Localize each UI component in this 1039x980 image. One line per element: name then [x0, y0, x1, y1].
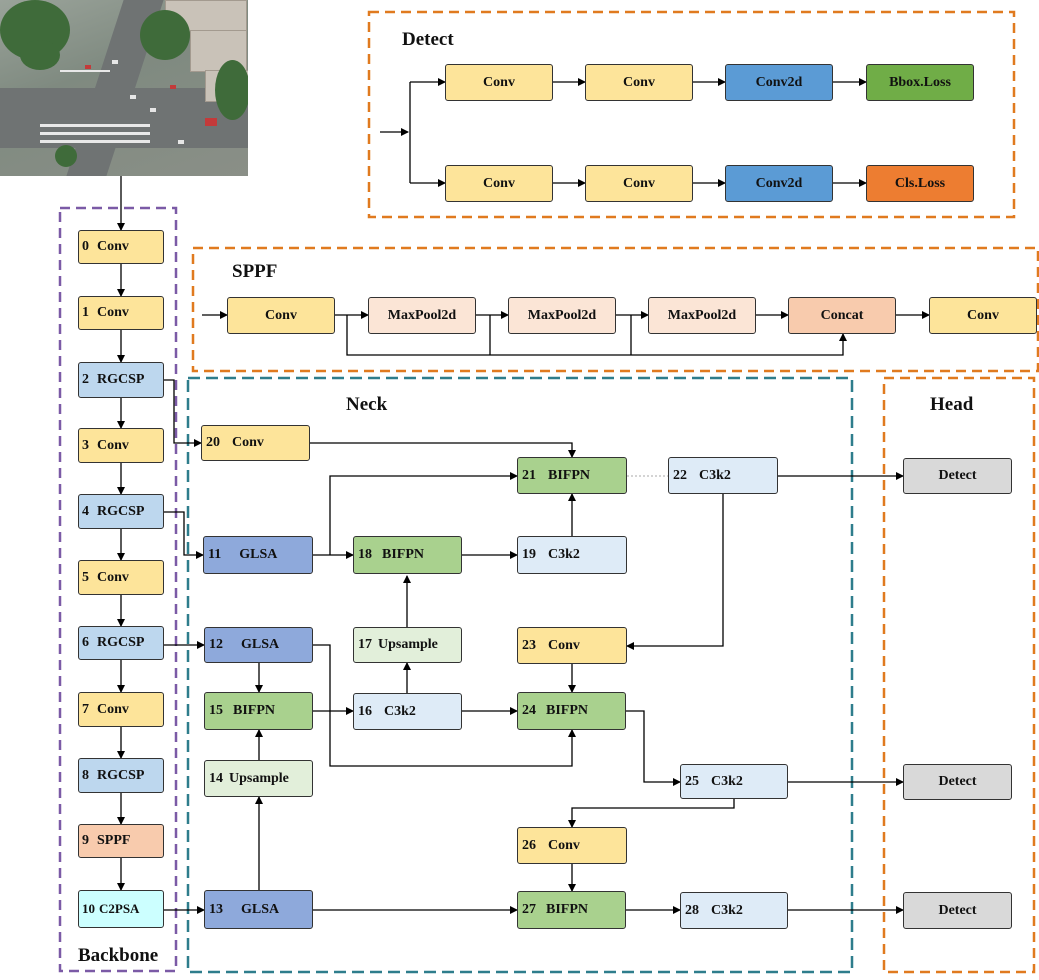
connector-37 — [329, 472, 518, 555]
neck-section-title: Neck — [346, 394, 388, 415]
sppf-conv-out: Conv — [929, 297, 1037, 334]
detect-conv2d-1: Conv2d — [725, 64, 833, 101]
sppf-maxpool-2: MaxPool2d — [508, 297, 616, 334]
input-traffic-image — [0, 0, 248, 176]
backbone-section-title: Backbone — [78, 945, 159, 966]
detect-conv2d-2: Conv2d — [725, 165, 833, 202]
connector-35 — [310, 442, 576, 458]
detect-conv-1b: Conv — [585, 64, 693, 101]
sppf-conv-in: Conv — [227, 297, 335, 334]
detect-conv-1a: Conv — [445, 64, 553, 101]
head-detect-1: Detect — [903, 458, 1012, 494]
connector-17 — [346, 315, 847, 356]
backbone-frame — [58, 206, 178, 973]
sppf-maxpool-3: MaxPool2d — [648, 297, 756, 334]
sppf-frame — [191, 246, 1039, 373]
detect-section-title: Detect — [402, 29, 454, 50]
connector-45 — [313, 644, 576, 767]
connector-51 — [626, 710, 681, 786]
neck-frame — [186, 376, 854, 974]
detect-conv-2b: Conv — [585, 165, 693, 202]
cls-loss: Cls.Loss — [866, 165, 974, 202]
bbox-loss: Bbox.Loss — [866, 64, 974, 101]
sppf-section-title: SPPF — [232, 261, 278, 282]
connector-49 — [626, 494, 724, 650]
connector-32 — [164, 511, 204, 559]
head-detect-3: Detect — [903, 892, 1012, 929]
sppf-concat: Concat — [788, 297, 896, 334]
detect-frame — [367, 10, 1016, 219]
detect-conv-2a: Conv — [445, 165, 553, 202]
head-section-title: Head — [930, 394, 974, 415]
head-frame — [882, 376, 1036, 974]
sppf-maxpool-1: MaxPool2d — [368, 297, 476, 334]
connector-31 — [164, 379, 202, 447]
head-detect-2: Detect — [903, 764, 1012, 800]
connector-53 — [568, 799, 735, 828]
